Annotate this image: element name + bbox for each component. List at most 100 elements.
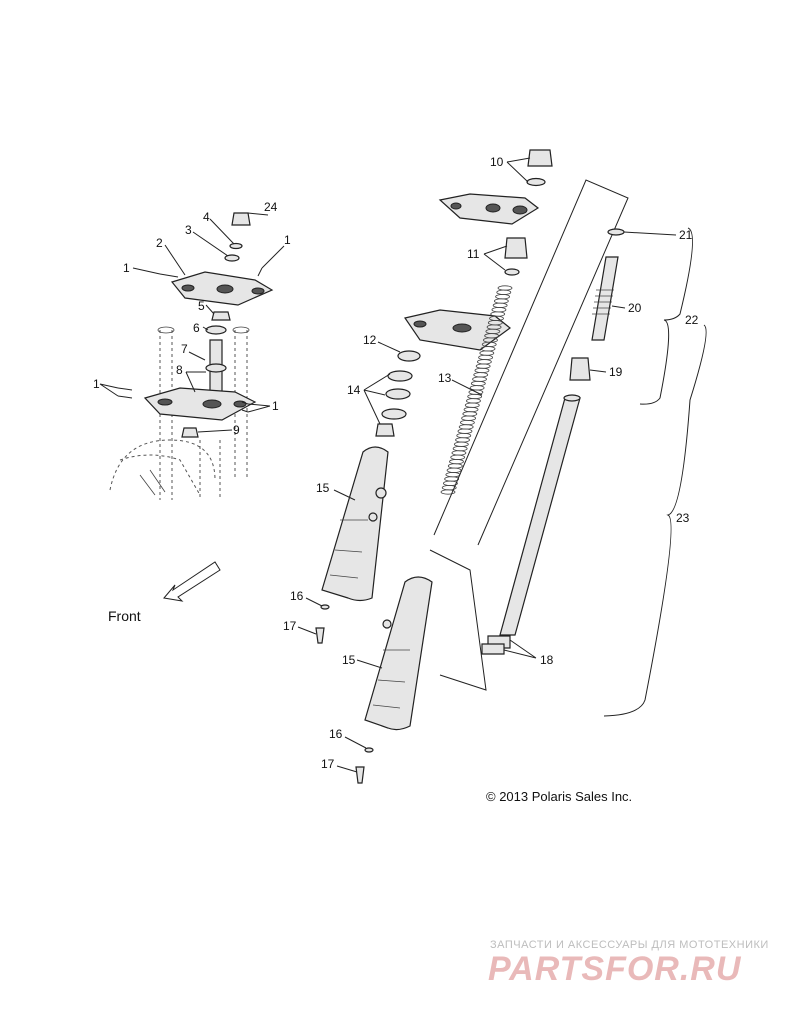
spring-coil (467, 393, 483, 400)
spring-coil (445, 472, 461, 478)
fork-tube-23 (499, 394, 581, 636)
label-11: 11 (467, 247, 480, 261)
spring-coil (463, 406, 479, 413)
label-21: 21 (679, 228, 693, 242)
spring-coil (478, 354, 493, 361)
label-18: 18 (540, 653, 554, 667)
part-24 (231, 212, 251, 226)
part-10 (526, 149, 553, 187)
watermark-logo: PARTSFOR.RU (488, 950, 742, 988)
spring-coil (444, 476, 460, 482)
label-19: 19 (609, 365, 623, 379)
part-21 (607, 228, 625, 236)
label-16b: 16 (329, 727, 343, 741)
part-6 (205, 325, 227, 335)
callout-labels: 1 2 3 4 24 1 5 6 7 8 1 1 9 10 11 21 20 2… (93, 155, 699, 771)
part-14d (375, 423, 395, 437)
label-4: 4 (203, 210, 210, 224)
part-16b (364, 747, 374, 753)
part-9 (181, 427, 199, 438)
spring-coil (450, 454, 466, 460)
part-3 (224, 254, 240, 262)
bolt-1a (159, 273, 179, 278)
tube-outline (429, 179, 629, 691)
bolts-right (241, 401, 249, 413)
part-17b (355, 766, 365, 784)
label-10: 10 (490, 155, 504, 169)
fork-slider-15a (321, 446, 389, 602)
leaders-right (297, 157, 677, 773)
label-20: 20 (628, 301, 642, 315)
leaders-left (99, 212, 285, 433)
part-14a (387, 370, 413, 382)
label-15: 15 (316, 481, 330, 495)
part-14c (381, 408, 407, 420)
bolts-left (117, 387, 133, 399)
label-17b: 17 (321, 757, 335, 771)
spring-coil (472, 376, 487, 382)
part-17a (315, 627, 325, 644)
spring-coil (469, 385, 485, 391)
label-9: 9 (233, 423, 240, 437)
copyright-text: © 2013 Polaris Sales Inc. (486, 789, 632, 804)
label-15b: 15 (342, 653, 356, 667)
spring-coil (447, 463, 463, 469)
spring-coil (479, 350, 495, 356)
spring-coil (461, 415, 477, 421)
upper-clamp-right (438, 193, 540, 225)
part-12 (397, 350, 421, 362)
spring-coil (495, 294, 510, 300)
front-label: Front (108, 608, 141, 624)
spring-coil (440, 489, 456, 495)
spring-coil (458, 424, 474, 430)
front-arrow (163, 561, 221, 602)
spring-coil (462, 411, 478, 417)
label-13: 13 (438, 371, 452, 385)
label-17: 17 (283, 619, 297, 633)
label-1b: 1 (284, 233, 291, 247)
spring-coil (446, 467, 462, 473)
part-14b (385, 388, 411, 400)
frame-outline (109, 439, 221, 500)
part-5 (211, 311, 231, 321)
spring-coil (490, 311, 506, 317)
label-23: 23 (676, 511, 690, 525)
spring-coil (452, 445, 468, 452)
label-24: 24 (264, 200, 278, 214)
label-1c: 1 (93, 377, 100, 391)
spring-coil (456, 432, 472, 439)
fork-slider-15b (364, 576, 433, 731)
spring-coil (493, 298, 509, 304)
spring-13 (440, 285, 513, 495)
label-6: 6 (193, 321, 200, 335)
spring-coil (455, 437, 470, 443)
watermark-tagline: ЗАПЧАСТИ И АКСЕССУАРЫ ДЛЯ МОТОТЕХНИКИ (490, 939, 769, 951)
spring-coil (453, 441, 469, 447)
label-7: 7 (181, 342, 188, 356)
spring-coil (476, 359, 492, 365)
label-16: 16 (290, 589, 304, 603)
spring-coil (457, 428, 473, 434)
spring-coil (460, 419, 475, 426)
spring-coil (464, 402, 480, 408)
spring-coil (473, 372, 489, 378)
part-4 (229, 242, 243, 250)
spring-coil (492, 302, 508, 308)
label-1: 1 (123, 261, 130, 275)
label-12: 12 (363, 333, 377, 347)
label-5: 5 (198, 299, 205, 313)
spring-coil (496, 289, 512, 295)
spring-coil (470, 380, 486, 387)
steering-stem (205, 339, 227, 396)
label-14: 14 (347, 383, 361, 397)
label-8: 8 (176, 363, 183, 377)
spring-coil (451, 450, 467, 456)
spring-coil (491, 307, 507, 313)
spring-coil (480, 346, 496, 352)
spring-coil (449, 459, 464, 465)
bolt-1b (257, 267, 263, 277)
part-18b (481, 643, 505, 655)
part-19 (569, 357, 591, 381)
